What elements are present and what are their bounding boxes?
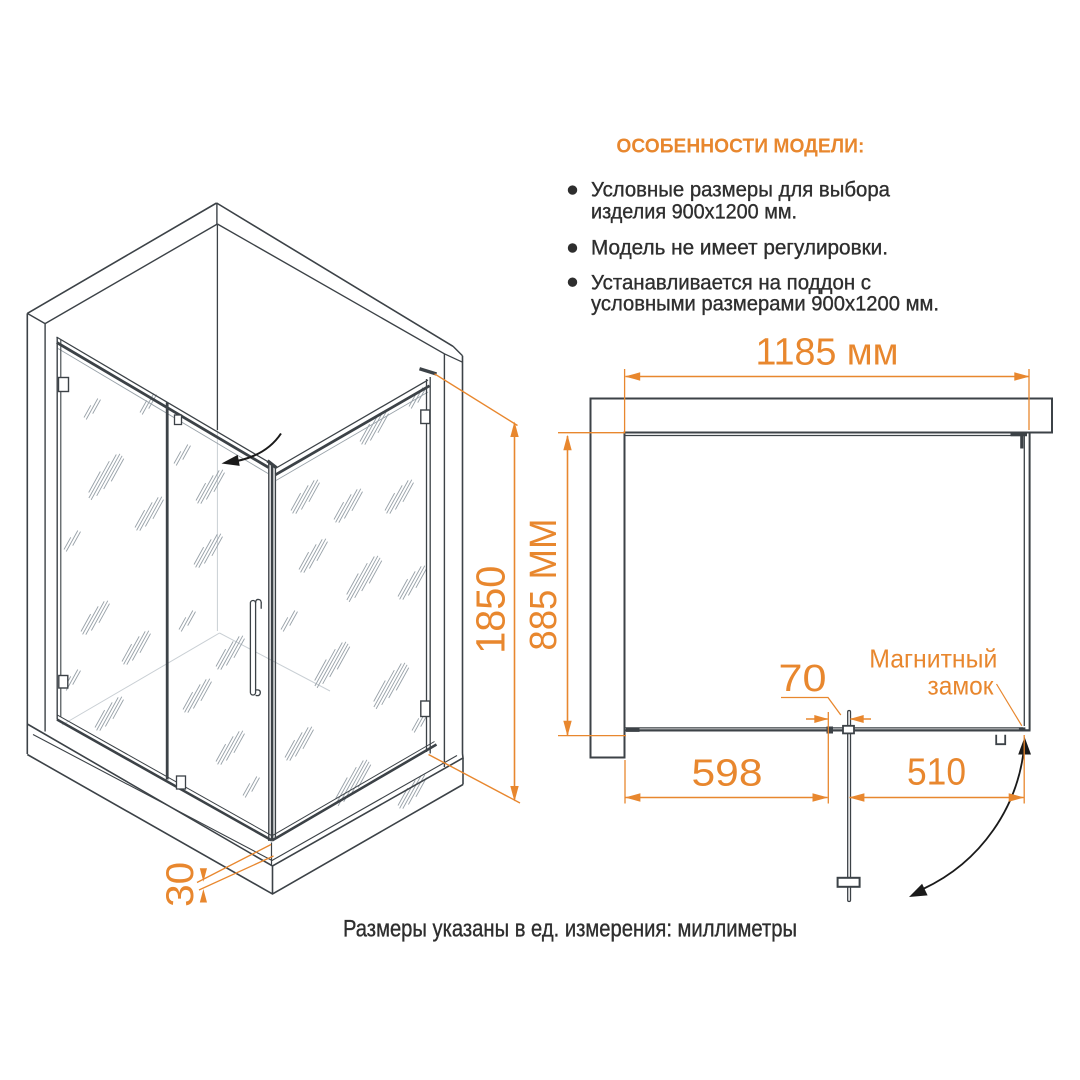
svg-text:замок: замок (928, 671, 995, 701)
svg-text:885 ММ: 885 ММ (523, 519, 565, 651)
svg-text:30: 30 (159, 862, 202, 907)
svg-text:изделия 900х1200 мм.: изделия 900х1200 мм. (591, 200, 797, 223)
svg-text:70: 70 (779, 658, 827, 700)
svg-text:510: 510 (907, 752, 966, 794)
svg-text:ОСОБЕННОСТИ МОДЕЛИ:: ОСОБЕННОСТИ МОДЕЛИ: (616, 135, 864, 157)
svg-text:Размеры указаны в ед. измерени: Размеры указаны в ед. измерения: миллиме… (343, 917, 797, 943)
svg-text:условными размерами 900х1200 м: условными размерами 900х1200 мм. (591, 293, 939, 316)
svg-text:1185 мм: 1185 мм (756, 332, 899, 374)
svg-text:Магнитный: Магнитный (869, 644, 997, 674)
svg-text:Модель не имеет регулировки.: Модель не имеет регулировки. (591, 236, 888, 259)
svg-text:598: 598 (692, 752, 763, 794)
svg-text:Условные размеры для выбора: Условные размеры для выбора (591, 179, 890, 202)
svg-text:Устанавливается на поддон с: Устанавливается на поддон с (591, 272, 871, 295)
svg-text:1850: 1850 (468, 566, 514, 654)
